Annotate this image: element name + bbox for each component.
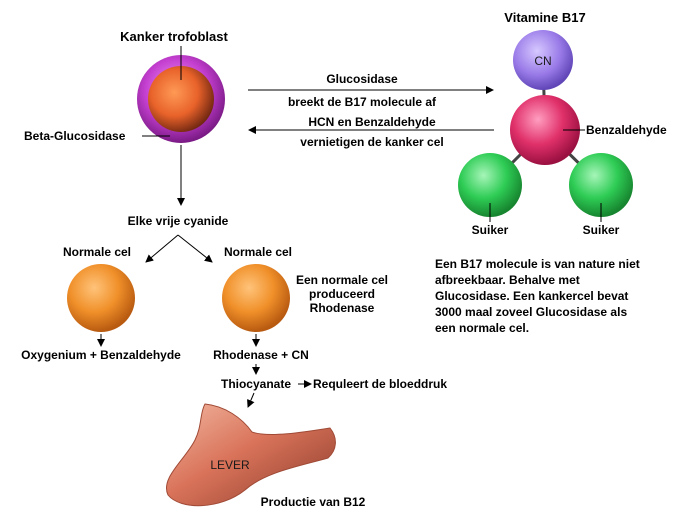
normal-cell-right (222, 264, 290, 332)
free-cyanide-label: Elke vrije cyanide (128, 214, 229, 228)
benzaldehyde-atom (510, 95, 580, 165)
arrow-to-cell-label-2: vernietigen de kanker cel (300, 135, 443, 149)
normal-cell-right-label: Normale cel (224, 245, 292, 259)
sugar-left-label: Suiker (472, 223, 509, 237)
b17-molecule (458, 30, 633, 217)
cancer-cell (137, 55, 225, 143)
beta-glucosidase-label: Beta-Glucosidase (24, 129, 126, 143)
normal-cell-left (67, 264, 135, 332)
right-product-label: Rhodenase + CN (213, 348, 309, 362)
arrow-to-normal-cell-right (177, 234, 213, 263)
arrow-to-molecule-label-1: Glucosidase (326, 72, 398, 86)
thiocyanate-label: Thiocyanate (221, 377, 291, 391)
arrow-to-normal-cell-left (145, 234, 179, 263)
cn-atom (513, 30, 573, 90)
benzaldehyde-label: Benzaldehyde (586, 123, 667, 137)
arrow-to-cell-label-1: HCN en Benzaldehyde (308, 115, 436, 129)
regulates-label: Requleert de bloeddruk (313, 377, 447, 391)
arrow-to-liver (247, 392, 255, 408)
description-line: een normale cel. (435, 321, 529, 335)
liver-label: LEVER (210, 458, 250, 472)
description-line: Glucosidase. Een kankercel bevat (435, 289, 628, 303)
description-block: Een B17 molecule is van nature niet afbr… (435, 257, 640, 335)
cn-label: CN (534, 54, 551, 68)
arrow-to-molecule-label-2: breekt de B17 molecule af (288, 95, 437, 109)
description-line: 3000 maal zoveel Glucosidase als (435, 305, 627, 319)
sugar-atom-left (458, 153, 522, 217)
description-line: Een B17 molecule is van nature niet (435, 257, 640, 271)
sugar-right-label: Suiker (583, 223, 620, 237)
vitamin-b17-title: Vitamine B17 (504, 10, 585, 25)
normal-cell-left-label: Normale cel (63, 245, 131, 259)
liver (165, 403, 336, 507)
b12-label: Productie van B12 (261, 495, 366, 509)
sugar-atom-right (569, 153, 633, 217)
rhodanese-note-line: Een normale cel (296, 273, 388, 287)
rhodanese-note-line: produceerd (309, 287, 375, 301)
cancer-cell-core (148, 66, 214, 132)
cancer-cell-label: Kanker trofoblast (120, 29, 228, 44)
description-line: afbreekbaar. Behalve met (435, 273, 580, 287)
left-product-label: Oxygenium + Benzaldehyde (21, 348, 181, 362)
rhodanese-note-line: Rhodenase (310, 301, 375, 315)
